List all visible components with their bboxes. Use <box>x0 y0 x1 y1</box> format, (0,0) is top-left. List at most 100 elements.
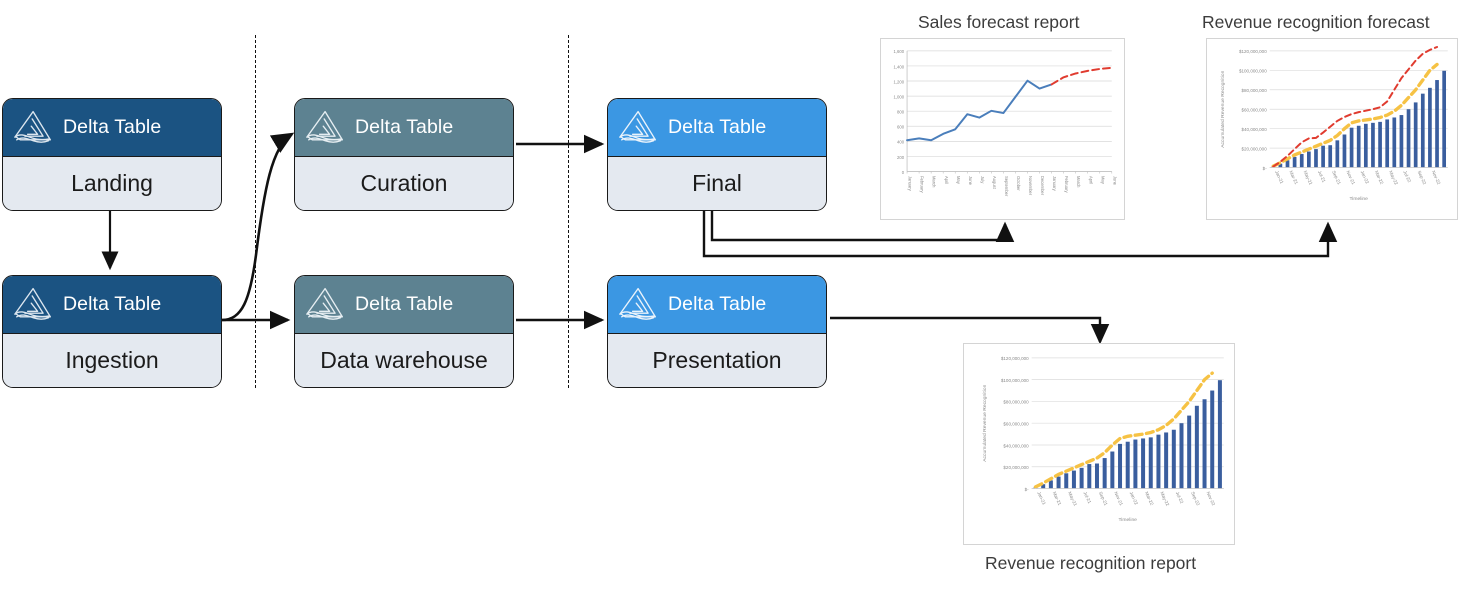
delta-lake-logo-icon <box>619 287 657 320</box>
svg-text:May-21: May-21 <box>1303 170 1314 186</box>
svg-text:May: May <box>1100 176 1105 185</box>
svg-text:June: June <box>1112 176 1117 186</box>
svg-text:$120,000,000: $120,000,000 <box>1001 356 1029 361</box>
svg-text:$-: $- <box>1263 166 1268 171</box>
chart-sales-forecast-title: Sales forecast report <box>918 12 1080 32</box>
chart-revenue-forecast-panel[interactable]: $-$20,000,000$40,000,000$60,000,000$80,0… <box>1206 38 1458 220</box>
delta-lake-logo-icon <box>14 287 52 320</box>
svg-text:Sep-21: Sep-21 <box>1331 170 1342 186</box>
chart-revenue-report-panel[interactable]: $-$20,000,000$40,000,000$60,000,000$80,0… <box>963 343 1235 545</box>
svg-text:Jan-22: Jan-22 <box>1360 170 1371 185</box>
svg-text:800: 800 <box>897 110 905 115</box>
svg-text:October: October <box>1016 176 1021 191</box>
card-curation-body: Curation <box>295 157 513 210</box>
chart-revenue-report-plot: $-$20,000,000$40,000,000$60,000,000$80,0… <box>982 356 1224 523</box>
svg-text:Timeline: Timeline <box>1349 196 1368 202</box>
svg-text:0: 0 <box>902 170 905 175</box>
svg-text:July: July <box>980 176 985 184</box>
svg-text:January: January <box>908 176 913 192</box>
svg-text:January: January <box>1052 176 1057 192</box>
svg-text:Nov-21: Nov-21 <box>1345 170 1356 186</box>
card-ingestion-label: Ingestion <box>65 347 159 373</box>
svg-text:$40,000,000: $40,000,000 <box>1003 443 1029 448</box>
card-presentation-label: Presentation <box>652 347 782 373</box>
svg-text:Sep-22: Sep-22 <box>1190 491 1201 507</box>
chart-revenue-forecast-title: Revenue recognition forecast <box>1202 12 1430 32</box>
card-ingestion-body: Ingestion <box>3 334 221 387</box>
svg-text:June: June <box>968 176 973 186</box>
svg-text:February: February <box>1064 176 1069 193</box>
svg-text:Mar-21: Mar-21 <box>1052 491 1063 507</box>
card-final-body: Final <box>608 157 826 210</box>
svg-text:$40,000,000: $40,000,000 <box>1242 127 1268 132</box>
svg-text:Sep-22: Sep-22 <box>1417 170 1428 186</box>
svg-text:1,000: 1,000 <box>893 94 904 99</box>
svg-text:Nov-22: Nov-22 <box>1205 491 1216 507</box>
card-data-warehouse-header: Delta Table <box>295 276 513 334</box>
card-presentation[interactable]: Delta Table Presentation <box>607 275 827 388</box>
card-presentation-header: Delta Table <box>608 276 826 334</box>
card-data-warehouse[interactable]: Delta Table Data warehouse <box>294 275 514 388</box>
svg-text:September: September <box>1004 176 1009 197</box>
arrow-ingestion-to-curation <box>221 132 295 322</box>
chart-sales-forecast-plot: 02004006008001,0001,2001,4001,600January… <box>893 49 1117 197</box>
svg-text:May: May <box>956 176 961 185</box>
delta-lake-logo-icon <box>14 110 52 143</box>
svg-text:May-22: May-22 <box>1159 491 1170 507</box>
chart-revenue-forecast-plot: $-$20,000,000$40,000,000$60,000,000$80,0… <box>1220 45 1448 202</box>
svg-text:Jul-22: Jul-22 <box>1402 170 1412 184</box>
svg-text:March: March <box>1076 176 1081 188</box>
svg-text:$120,000,000: $120,000,000 <box>1239 49 1267 54</box>
svg-text:April: April <box>944 176 949 184</box>
svg-text:April: April <box>1088 176 1093 184</box>
svg-text:Jan-22: Jan-22 <box>1129 491 1140 506</box>
svg-text:March: March <box>932 176 937 188</box>
svg-text:Accumulated Revenue Recognitio: Accumulated Revenue Recognition <box>1220 70 1226 147</box>
svg-text:400: 400 <box>897 140 905 145</box>
card-data-warehouse-header-label: Delta Table <box>355 293 454 315</box>
delta-lake-logo-icon <box>306 110 344 143</box>
svg-text:1,200: 1,200 <box>893 79 904 84</box>
svg-text:$20,000,000: $20,000,000 <box>1003 465 1029 470</box>
svg-text:Nov-22: Nov-22 <box>1431 170 1442 186</box>
card-ingestion[interactable]: Delta Table Ingestion <box>2 275 222 388</box>
card-curation-header-label: Delta Table <box>355 116 454 138</box>
zone-divider-1 <box>255 35 256 388</box>
svg-text:Sep-21: Sep-21 <box>1098 491 1109 507</box>
card-ingestion-header-label: Delta Table <box>63 293 162 315</box>
card-final-label: Final <box>692 170 742 196</box>
svg-text:August: August <box>992 176 997 190</box>
card-final-header-label: Delta Table <box>668 116 767 138</box>
svg-text:$100,000,000: $100,000,000 <box>1239 69 1267 74</box>
svg-text:Jul-21: Jul-21 <box>1317 170 1327 184</box>
svg-text:December: December <box>1040 176 1045 196</box>
chart-revenue-report-title: Revenue recognition report <box>985 553 1197 573</box>
card-landing[interactable]: Delta Table Landing <box>2 98 222 211</box>
svg-text:November: November <box>1028 176 1033 196</box>
svg-text:Jul-21: Jul-21 <box>1082 491 1092 505</box>
card-ingestion-header: Delta Table <box>3 276 221 334</box>
svg-text:$60,000,000: $60,000,000 <box>1003 421 1029 426</box>
card-curation[interactable]: Delta Table Curation <box>294 98 514 211</box>
card-final[interactable]: Delta Table Final <box>607 98 827 211</box>
card-curation-header: Delta Table <box>295 99 513 157</box>
svg-text:Nov-21: Nov-21 <box>1113 491 1124 507</box>
svg-text:1,600: 1,600 <box>893 49 904 54</box>
card-final-header: Delta Table <box>608 99 826 157</box>
svg-text:Accumulated Revenue Recognitio: Accumulated Revenue Recognition <box>982 384 988 461</box>
arrow-presentation-to-revenue-report <box>830 316 1110 345</box>
svg-text:February: February <box>920 176 925 193</box>
svg-text:Mar-22: Mar-22 <box>1144 491 1155 507</box>
zone-divider-2 <box>568 35 569 388</box>
card-presentation-body: Presentation <box>608 334 826 387</box>
delta-lake-logo-icon <box>306 287 344 320</box>
svg-text:May-22: May-22 <box>1388 170 1399 186</box>
card-landing-header: Delta Table <box>3 99 221 157</box>
svg-text:Jan-21: Jan-21 <box>1036 491 1047 506</box>
card-curation-label: Curation <box>360 170 448 196</box>
delta-lake-logo-icon <box>619 110 657 143</box>
card-landing-body: Landing <box>3 157 221 210</box>
card-presentation-header-label: Delta Table <box>668 293 767 315</box>
